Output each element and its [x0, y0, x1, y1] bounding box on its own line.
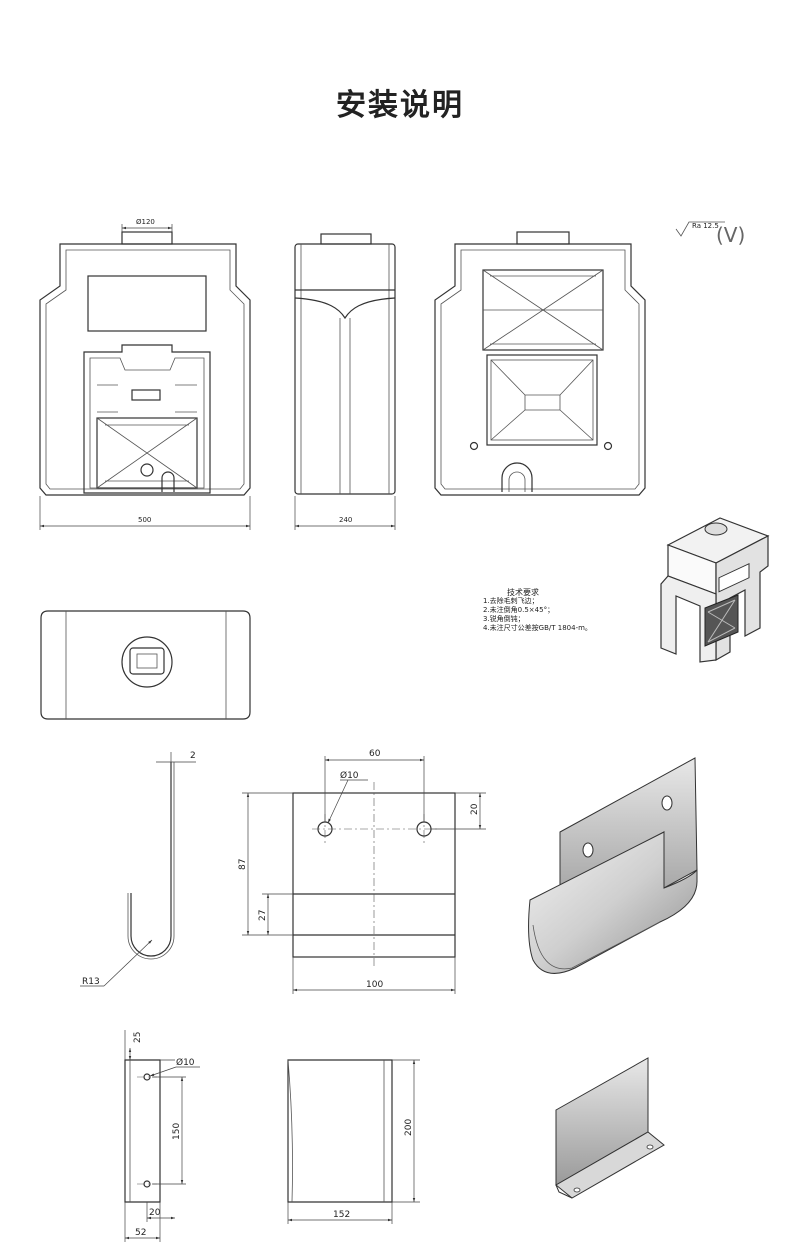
bracket-front — [287, 1059, 393, 1203]
svg-text:200: 200 — [404, 1119, 414, 1136]
svg-text:60: 60 — [369, 749, 381, 759]
front-view — [39, 231, 251, 496]
note-item: 2.未注倒角0.5×45°； — [483, 606, 555, 614]
svg-text:Ø10: Ø10 — [340, 770, 359, 781]
bracket-profile — [124, 1059, 161, 1203]
page-title: 安装说明 — [336, 88, 464, 123]
svg-text:Ø120: Ø120 — [136, 218, 155, 226]
svg-text:(V): (V) — [716, 223, 745, 247]
bottom-view — [40, 610, 251, 720]
side-view — [294, 233, 396, 495]
svg-text:2: 2 — [190, 751, 196, 761]
svg-text:27: 27 — [258, 910, 268, 921]
svg-text:Ra 12.5: Ra 12.5 — [692, 222, 719, 230]
hook-isometric — [528, 757, 698, 974]
note-item: 4.未注尺寸公差按GB/T 1804-m。 — [483, 624, 592, 632]
svg-text:500: 500 — [138, 516, 151, 524]
svg-text:20: 20 — [470, 803, 480, 815]
hook-front — [292, 782, 456, 966]
back-view — [434, 231, 646, 496]
roughness-symbol: Ra 12.5 (V) — [675, 221, 745, 247]
svg-text:152: 152 — [333, 1210, 350, 1220]
note-item: 3.锐角倒钝； — [483, 615, 525, 623]
front-width-dimension: 500 — [39, 496, 251, 530]
bracket-isometric — [555, 1057, 665, 1199]
svg-text:240: 240 — [339, 516, 352, 524]
svg-text:87: 87 — [238, 859, 248, 870]
hook-dimensions: 60 Ø10 20 87 27 100 — [238, 749, 486, 994]
bracket-front-dimensions: 200 152 — [287, 1059, 420, 1224]
technical-notes: 技术要求 1.去除毛刺飞边； 2.未注倒角0.5×45°； 3.锐角倒钝； 4.… — [483, 588, 592, 633]
front-top-diameter-dimension: Ø120 — [121, 218, 173, 232]
svg-text:52: 52 — [135, 1228, 146, 1238]
note-item: 1.去除毛刺飞边； — [483, 597, 539, 605]
svg-text:150: 150 — [172, 1123, 182, 1140]
svg-text:100: 100 — [366, 980, 383, 990]
svg-text:R13: R13 — [82, 977, 100, 987]
side-width-dimension: 240 — [294, 496, 396, 530]
svg-text:25: 25 — [133, 1032, 143, 1043]
svg-text:Ø10: Ø10 — [176, 1057, 195, 1068]
bracket-profile-dimensions: 25 Ø10 150 20 52 — [124, 1030, 200, 1242]
hook-profile: 2 R13 — [80, 751, 196, 987]
isometric-block — [660, 517, 770, 663]
notes-heading: 技术要求 — [507, 588, 539, 597]
svg-text:20: 20 — [149, 1208, 161, 1218]
